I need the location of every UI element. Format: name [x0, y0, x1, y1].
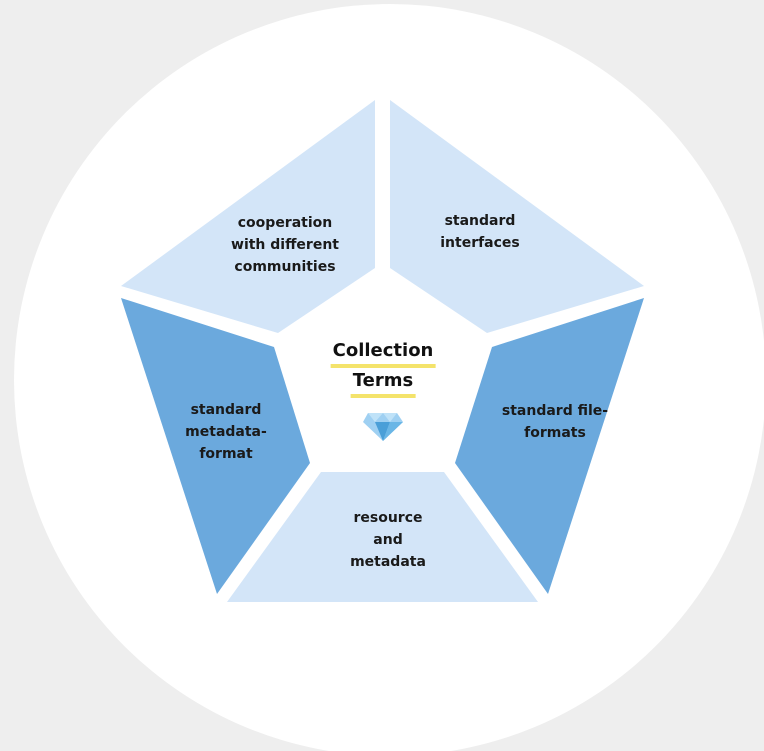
segment-label-line: with different — [231, 237, 339, 253]
segment-label-line: standard file- — [501, 403, 609, 419]
segment-label-line: metadata- — [185, 424, 267, 440]
segment-label-line: standard — [444, 213, 516, 229]
background-circle — [14, 4, 764, 751]
segment-label-line: communities — [234, 259, 336, 275]
segment-top-left-shape — [121, 100, 375, 333]
segment-label-line: cooperation — [237, 215, 333, 231]
segment-label-line: format — [199, 446, 253, 462]
segment-label-top-right: standard interfaces — [440, 210, 520, 254]
segment-label-line: standard — [190, 402, 262, 418]
segment-label-line: metadata — [350, 554, 426, 570]
segment-label-bottom: resource and metadata — [350, 507, 426, 573]
segment-label-line: interfaces — [440, 235, 520, 251]
segment-bottom-shape — [227, 472, 538, 602]
segment-label-right: standard file-formats — [502, 400, 608, 444]
segment-left-shape — [121, 298, 310, 594]
segment-label-top-left: cooperation with different communities — [231, 212, 339, 278]
segment-label-line: resource — [353, 510, 423, 526]
center-title-line-2: Terms — [350, 368, 416, 398]
diamond-icon — [363, 413, 403, 441]
segment-label-line: and — [373, 532, 403, 548]
segment-label-left: standard metadata-format — [185, 399, 267, 465]
segment-label-line: formats — [524, 425, 586, 441]
segment-top-right-shape — [390, 100, 644, 333]
segment-right-shape — [455, 298, 644, 594]
center-title-line-1: Collection — [330, 338, 436, 368]
center-title: Collection Terms — [330, 338, 436, 398]
